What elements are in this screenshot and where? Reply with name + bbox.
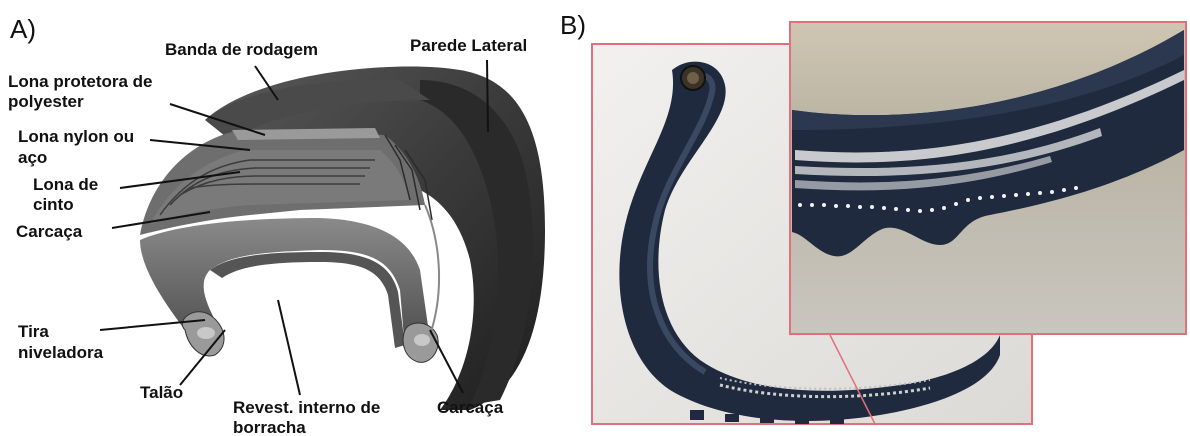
label-lona-nylon-line1: Lona nylon ou xyxy=(18,127,134,146)
panel-b: B) xyxy=(560,10,1186,424)
label-carcaca-right: Carcaça xyxy=(437,398,504,417)
label-tira-line2: niveladora xyxy=(18,343,104,362)
tire-cross-section-illustration xyxy=(140,67,545,420)
label-revest-line2: borracha xyxy=(233,418,306,436)
label-lona-protetora-line1: Lona protetora de xyxy=(8,72,153,91)
panel-a-letter: A) xyxy=(10,14,36,44)
label-lona-de-cinto-line2: cinto xyxy=(33,195,74,214)
label-tira-line1: Tira xyxy=(18,322,49,341)
label-lona-de-cinto-line1: Lona de xyxy=(33,175,98,194)
label-lona-nylon-line2: aço xyxy=(18,148,47,167)
zoomed-inset-photo xyxy=(790,22,1186,334)
label-parede-lateral: Parede Lateral xyxy=(410,36,527,55)
label-talao: Talão xyxy=(140,383,183,402)
label-banda-de-rodagem: Banda de rodagem xyxy=(165,40,318,59)
label-lona-protetora-line2: polyester xyxy=(8,92,84,111)
panel-a: A) xyxy=(8,14,545,436)
label-carcaca-left: Carcaça xyxy=(16,222,83,241)
label-revest-line1: Revest. interno de xyxy=(233,398,380,417)
panel-b-letter: B) xyxy=(560,10,586,40)
